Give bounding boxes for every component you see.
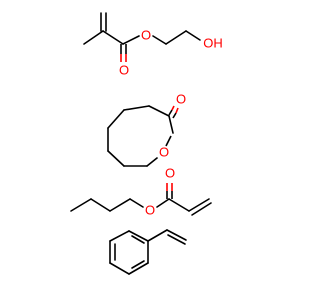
butyl-acrylate-carbonyl-bond bbox=[166, 183, 173, 199]
chemical-structures-canvas: O O OH O bbox=[70, 12, 223, 275]
butyl-acrylate-carbonyl-oxygen-label: O bbox=[165, 165, 175, 180]
styrene-vinyl-bonds bbox=[147, 229, 187, 245]
hema-hydroxyl-label: OH bbox=[203, 35, 223, 50]
caprolactone-ring-oxygen-label: O bbox=[159, 144, 169, 159]
hema-bonds bbox=[83, 12, 201, 45]
hema-ester-oxygen-label: O bbox=[141, 27, 151, 42]
caprolactone-ring-bonds bbox=[107, 105, 174, 167]
butyl-acrylate-bonds bbox=[70, 198, 212, 216]
butyl-acrylate-ester-oxygen-label: O bbox=[145, 202, 155, 217]
structure-drawing: O O OH O bbox=[70, 12, 223, 275]
molecule-hydroxyethyl-methacrylate: O O OH bbox=[83, 12, 223, 77]
molecule-styrene bbox=[109, 229, 187, 275]
molecule-butyl-acrylate: O O bbox=[70, 165, 212, 217]
caprolactone-ring-o-bond bbox=[165, 135, 172, 147]
hema-carbonyl-bond bbox=[120, 44, 127, 62]
hema-carbonyl-oxygen-label: O bbox=[119, 62, 129, 77]
caprolactone-carbonyl-oxygen-label: O bbox=[176, 91, 186, 106]
caprolactone-carbonyl-bond bbox=[168, 105, 179, 119]
molecule-caprolactone: O O bbox=[107, 91, 186, 167]
styrene-ring-bonds bbox=[109, 230, 149, 275]
